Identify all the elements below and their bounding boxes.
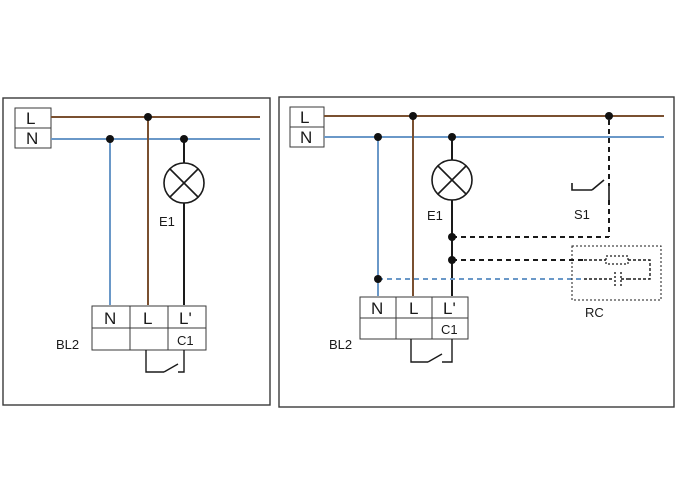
right-terminal-l-label: L xyxy=(409,299,418,318)
left-bus-label-neutral: N xyxy=(26,129,38,148)
right-module-bl2 xyxy=(359,296,469,340)
right-node-switch-signal xyxy=(448,233,456,241)
left-terminal-n-label: N xyxy=(104,309,116,328)
left-panel-frame xyxy=(2,97,271,406)
right-node-live xyxy=(409,112,417,120)
left-node-lamp xyxy=(180,135,188,143)
right-module-contact-icon xyxy=(410,339,453,363)
right-rc-label: RC xyxy=(585,305,604,320)
right-bus-label-neutral: N xyxy=(300,128,312,147)
left-terminal-lprime-label: L' xyxy=(179,309,192,328)
right-bus-label-live: L xyxy=(300,108,309,127)
left-panel: L N E1 N L L' C1 BL2 xyxy=(2,97,271,406)
right-node-rc-neutral xyxy=(374,275,382,283)
right-rc-box xyxy=(571,245,662,301)
left-terminal-l-label: L xyxy=(143,309,152,328)
left-bus-label-live: L xyxy=(26,109,35,128)
right-output-c1-label: C1 xyxy=(441,322,458,337)
right-node-neutral xyxy=(374,133,382,141)
right-panel: L N E1 xyxy=(278,96,675,408)
left-lamp-label: E1 xyxy=(159,214,175,229)
left-node-neutral xyxy=(106,135,114,143)
left-output-c1-label: C1 xyxy=(177,333,194,348)
right-node-switch-supply xyxy=(605,112,613,120)
right-switch-label: S1 xyxy=(574,207,590,222)
right-terminal-n-label: N xyxy=(371,299,383,318)
right-module-name-label: BL2 xyxy=(329,337,352,352)
left-module-bl2 xyxy=(91,305,207,351)
right-node-rc-switched xyxy=(448,256,456,264)
right-rc-capacitor-icon xyxy=(584,272,628,286)
left-lamp-icon xyxy=(163,162,205,204)
left-module-contact-icon xyxy=(145,350,185,373)
right-panel-frame xyxy=(278,96,675,408)
right-rc-resistor-icon xyxy=(584,255,651,280)
left-node-live xyxy=(144,113,152,121)
right-lamp-icon xyxy=(431,159,473,201)
right-terminal-lprime-label: L' xyxy=(443,299,456,318)
right-lamp-label: E1 xyxy=(427,208,443,223)
left-module-name-label: BL2 xyxy=(56,337,79,352)
right-switch-s1-icon xyxy=(571,179,610,200)
right-node-lamp xyxy=(448,133,456,141)
